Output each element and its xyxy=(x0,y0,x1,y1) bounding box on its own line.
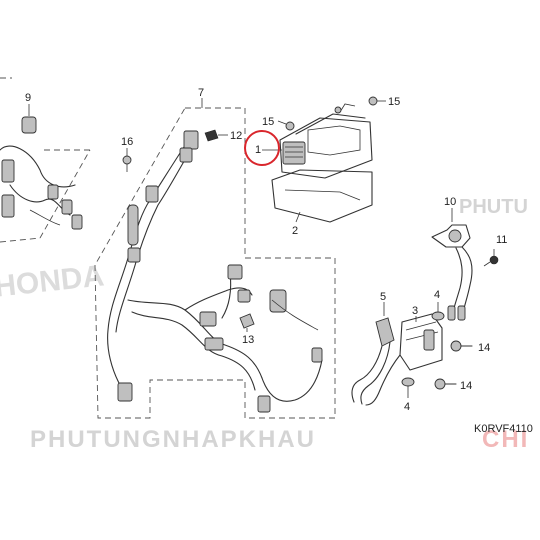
part-3-ignition-coil xyxy=(365,313,443,406)
callout-5: 5 xyxy=(380,291,386,303)
brand-watermark: HONDA xyxy=(0,259,106,303)
part-16-bolt xyxy=(122,148,132,172)
part-10-sensor xyxy=(431,208,473,321)
callout-16: 16 xyxy=(121,136,133,148)
part-1-ecu xyxy=(262,103,373,179)
part-7-wire-harness xyxy=(94,98,336,419)
part-14-bolt-a xyxy=(450,340,473,352)
part-5-plug-cap xyxy=(351,302,395,405)
callout-1: 1 xyxy=(255,144,261,156)
part-4-washer-a xyxy=(431,302,445,321)
callout-10: 10 xyxy=(444,196,456,208)
part-14-bolt-b xyxy=(434,378,457,390)
callout-12: 12 xyxy=(230,130,242,142)
part-4-washer-b xyxy=(401,377,415,398)
part-15-nut-a xyxy=(277,120,295,131)
callout-7: 7 xyxy=(198,87,204,99)
part-12-clip xyxy=(204,129,228,142)
part-2-bracket xyxy=(271,169,373,223)
part-15-nut-b xyxy=(368,96,386,106)
callout-3: 3 xyxy=(412,305,418,317)
callout-14b: 14 xyxy=(460,380,472,392)
callout-2: 2 xyxy=(292,225,298,237)
part-9-connector xyxy=(21,104,37,134)
callout-9: 9 xyxy=(25,92,31,104)
diagram-code: K0RVF4110 xyxy=(474,423,533,435)
left-subassembly xyxy=(0,77,91,243)
part-11-bolt xyxy=(483,249,499,267)
side-watermark: PHUTU xyxy=(459,196,528,218)
callout-4a: 4 xyxy=(434,289,440,301)
callout-13: 13 xyxy=(242,334,254,346)
bottom-watermark-suffix: CHI xyxy=(482,426,529,453)
callout-15b: 15 xyxy=(388,96,400,108)
highlight-circle xyxy=(244,130,280,166)
ecu-mount-nut xyxy=(334,106,342,114)
callout-14a: 14 xyxy=(478,342,490,354)
callout-11: 11 xyxy=(496,234,507,246)
part-13-clip xyxy=(239,313,255,332)
bottom-watermark: PHUTUNGNHAPKHAU xyxy=(30,426,316,453)
callout-15a: 15 xyxy=(262,116,274,128)
callout-4b: 4 xyxy=(404,401,410,413)
